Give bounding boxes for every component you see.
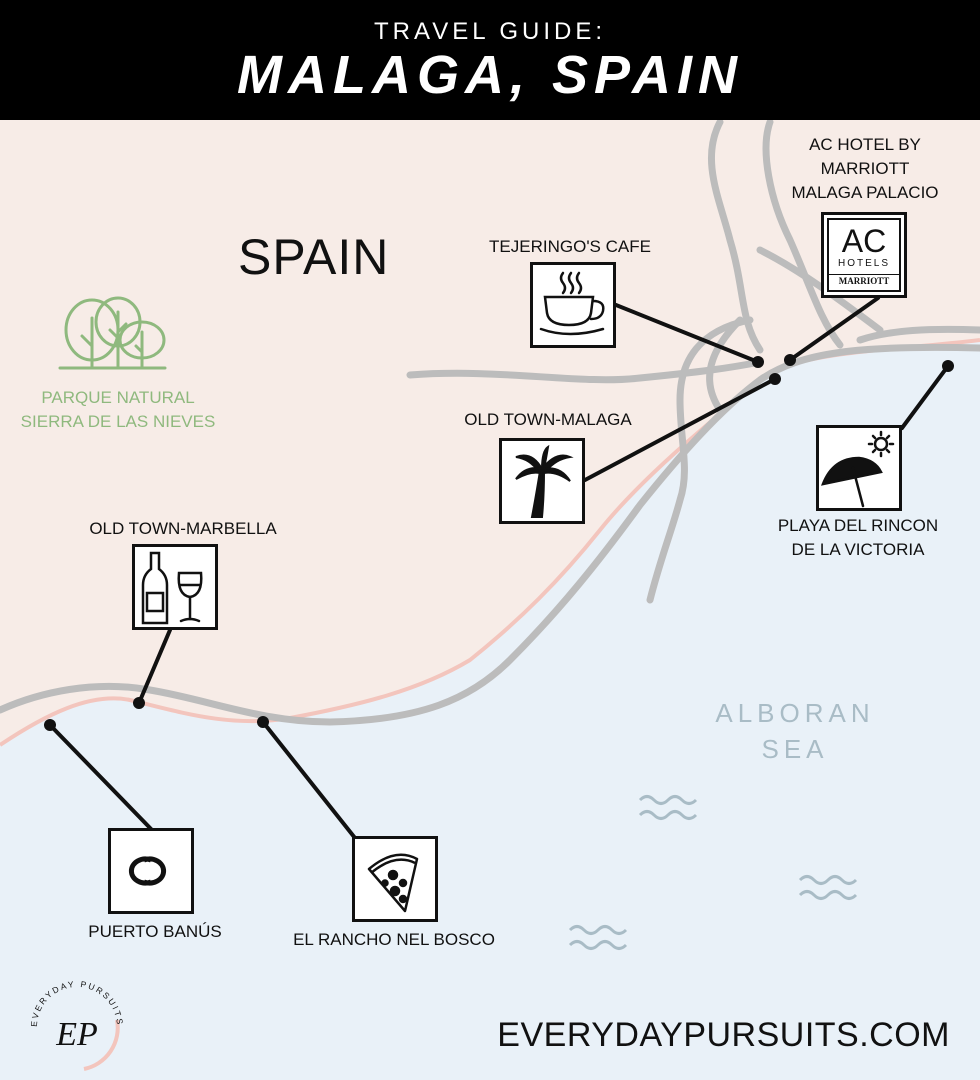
- place-label-line: MALAGA PALACIO: [791, 183, 939, 202]
- place-icon-playa-rincon[interactable]: [816, 425, 902, 511]
- wave-icon: [798, 890, 858, 900]
- sea-label-line: ALBORAN: [715, 698, 875, 728]
- logo-monogram: EP: [55, 1016, 98, 1053]
- map-pin-ac-hotel[interactable]: [784, 354, 796, 366]
- ac-hotels-logo-icon: AC HOTELS MARRIOTT: [827, 218, 901, 292]
- roads: [0, 118, 980, 726]
- place-icon-ac-hotel[interactable]: AC HOTELS MARRIOTT: [821, 212, 907, 298]
- place-label-line: PLAYA DEL RINCON: [777, 516, 939, 535]
- wave-icon: [568, 925, 628, 935]
- page-title: MALAGA, SPAIN: [237, 45, 743, 105]
- place-label-old-town-malaga: OLD TOWN-MALAGA: [450, 408, 646, 432]
- place-label-line: OLD TOWN-MALAGA: [464, 410, 632, 429]
- location-dots: [44, 354, 954, 731]
- pizza-slice-icon: [367, 853, 419, 913]
- connector-lines: [48, 296, 950, 840]
- logo-pink-ring: [83, 1019, 120, 1071]
- ac-logo-line1: HOTELS: [837, 258, 890, 269]
- beach-umbrella-icon: [821, 430, 895, 508]
- country-label: SPAIN: [238, 229, 390, 285]
- palm-tree-icon: [515, 444, 574, 518]
- wave-marks: [568, 795, 858, 950]
- place-label-line: AC HOTEL BY: [809, 135, 921, 154]
- place-label-line: MARRIOTT: [820, 159, 910, 178]
- place-label-line: DE LA VICTORIA: [791, 540, 925, 559]
- connector-playa-rincon: [900, 364, 950, 430]
- map-pin-old-town-malaga[interactable]: [769, 373, 781, 385]
- ac-logo-line2: MARRIOTT: [829, 274, 899, 286]
- inland-road-4: [756, 246, 884, 334]
- connector-ac-hotel: [788, 296, 880, 362]
- sea-label-line: SEA: [761, 734, 829, 764]
- place-label-el-rancho: EL RANCHO NEL BOSCO: [278, 928, 510, 952]
- inland-road-6: [856, 325, 980, 344]
- place-label-line: TEJERINGO'S CAFE: [489, 237, 651, 256]
- connector-tejeringos: [614, 303, 760, 364]
- place-icon-old-town-marbella[interactable]: [132, 544, 218, 630]
- map-pin-marbella[interactable]: [133, 697, 145, 709]
- map-pin-tejeringos[interactable]: [752, 356, 764, 368]
- park-label-line: PARQUE NATURAL: [41, 388, 195, 407]
- connector-puerto-banus: [48, 723, 154, 832]
- park-label: PARQUE NATURAL SIERRA DE LAS NIEVES: [18, 386, 218, 434]
- place-label-ac-hotel: AC HOTEL BY MARRIOTT MALAGA PALACIO: [770, 133, 960, 205]
- everyday-pursuits-logo: EVERYDAY PURSUITS EP: [29, 979, 123, 1071]
- ac-logo-letters: AC: [841, 223, 887, 259]
- connector-el-rancho: [261, 720, 357, 840]
- wave-icon: [638, 795, 698, 805]
- inland-road-1: [406, 358, 764, 384]
- coffee-cup-icon: [539, 271, 605, 336]
- sea-label: ALBORAN SEA: [690, 695, 900, 767]
- map-pin-puerto-banus[interactable]: [44, 719, 56, 731]
- wave-icon: [638, 810, 698, 820]
- wave-icon: [568, 940, 628, 950]
- header-subtitle: TRAVEL GUIDE:: [373, 18, 607, 45]
- place-label-tejeringos: TEJERINGO'S CAFE: [480, 235, 660, 259]
- place-label-line: OLD TOWN-MARBELLA: [89, 519, 277, 538]
- place-icon-tejeringos[interactable]: [530, 262, 616, 348]
- place-label-puerto-banus: PUERTO BANÚS: [80, 920, 230, 944]
- connector-marbella: [137, 628, 172, 705]
- place-label-line: EL RANCHO NEL BOSCO: [293, 930, 495, 949]
- park-trees-icon: [58, 296, 167, 370]
- map-pin-el-rancho[interactable]: [257, 716, 269, 728]
- place-label-old-town-marbella: OLD TOWN-MARBELLA: [78, 517, 288, 541]
- wine-bottle-glass-icon: [141, 551, 203, 625]
- place-label-line: PUERTO BANÚS: [88, 922, 222, 941]
- place-label-playa-rincon: PLAYA DEL RINCON DE LA VICTORIA: [758, 514, 958, 562]
- park-label-line: SIERRA DE LAS NIEVES: [20, 412, 216, 431]
- inland-road-5: [706, 316, 744, 414]
- header-banner: TRAVEL GUIDE: MALAGA, SPAIN: [0, 0, 980, 120]
- chanel-logo-icon: [128, 856, 167, 886]
- map-pin-playa-rincon[interactable]: [942, 360, 954, 372]
- wave-icon: [798, 875, 858, 885]
- ring-road: [646, 316, 754, 604]
- inland-road-3: [762, 118, 844, 349]
- website-link[interactable]: EVERYDAYPURSUITS.COM: [497, 1016, 950, 1054]
- place-icon-puerto-banus[interactable]: [108, 828, 194, 914]
- place-icon-el-rancho[interactable]: [352, 836, 438, 922]
- place-icon-old-town-malaga[interactable]: [499, 438, 585, 524]
- connector-old-town-malaga: [583, 377, 777, 482]
- coastal-highway: [0, 343, 980, 726]
